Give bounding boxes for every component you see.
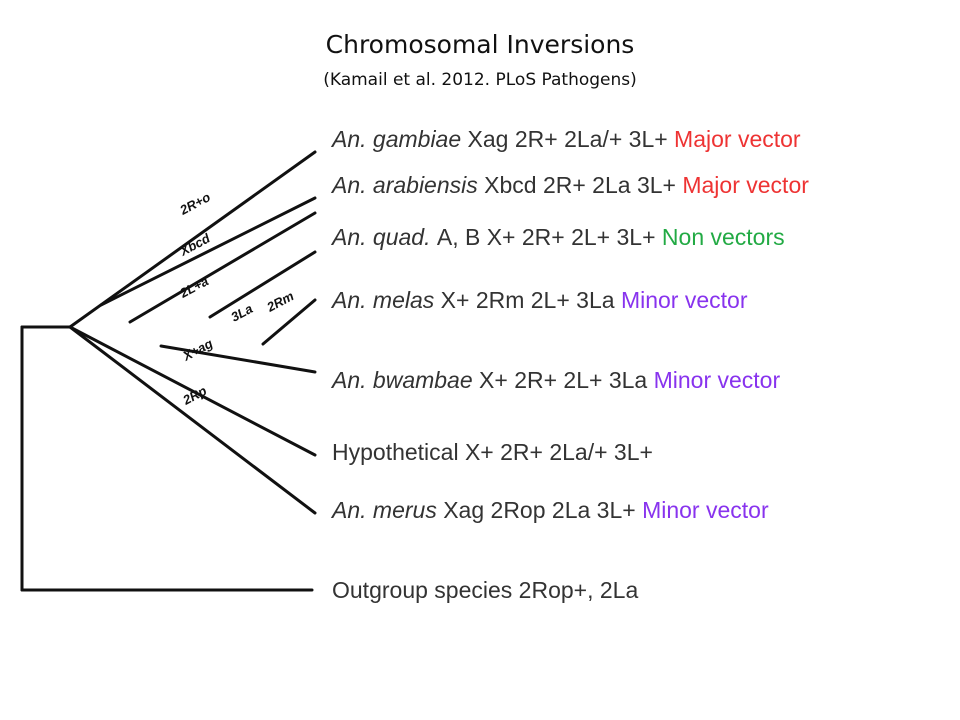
vector-status: Minor vector xyxy=(647,367,780,393)
branch-quad xyxy=(128,211,317,324)
karyotype: Xag 2Rop 2La 3L+ xyxy=(443,497,635,523)
taxon-labels: An. gambiae Xag 2R+ 2La/+ 3L+ Major vect… xyxy=(330,126,809,603)
branch-melas-tip xyxy=(261,298,317,346)
taxon-label: An. bwambae X+ 2R+ 2L+ 3La Minor vector xyxy=(330,367,780,393)
species-name: An. merus xyxy=(330,497,443,523)
karyotype: Xbcd 2R+ 2La 3L+ xyxy=(484,172,676,198)
karyotype: Outgroup species 2Rop+, 2La xyxy=(332,577,638,603)
species-name: An. quad. xyxy=(330,224,437,250)
vector-status: Non vectors xyxy=(656,224,785,250)
branch-label: 2Rm xyxy=(263,288,296,315)
taxon-label: An. arabiensis Xbcd 2R+ 2La 3L+ Major ve… xyxy=(330,172,809,198)
karyotype: Hypothetical X+ 2R+ 2La/+ 3L+ xyxy=(332,439,653,465)
branch-merus xyxy=(68,325,317,515)
species-name: An. bwambae xyxy=(330,367,479,393)
taxon-label: Outgroup species 2Rop+, 2La xyxy=(332,577,638,603)
taxon-label: An. gambiae Xag 2R+ 2La/+ 3L+ Major vect… xyxy=(330,126,801,152)
karyotype: Xag 2R+ 2La/+ 3L+ xyxy=(468,126,668,152)
diagram-citation: (Kamail et al. 2012. PLoS Pathogens) xyxy=(323,70,637,90)
taxon-label: An. merus Xag 2Rop 2La 3L+ Minor vector xyxy=(330,497,769,523)
branch-melas xyxy=(208,250,317,319)
karyotype: X+ 2R+ 2L+ 3La xyxy=(479,367,647,393)
branch-label: X+ag xyxy=(179,336,215,364)
taxon-label: An. melas X+ 2Rm 2L+ 3La Minor vector xyxy=(330,287,748,313)
branch-arabiensis xyxy=(99,196,317,307)
species-name: An. arabiensis xyxy=(330,172,484,198)
karyotype: X+ 2Rm 2L+ 3La xyxy=(441,287,615,313)
diagram-title: Chromosomal Inversions xyxy=(325,30,635,59)
branch-label: 2R+o xyxy=(176,189,212,218)
branch-label: 2L+a xyxy=(176,273,210,301)
branch-label: Xbcd xyxy=(176,230,213,259)
vector-status: Minor vector xyxy=(615,287,748,313)
branch-hypothetical xyxy=(68,325,317,457)
species-name: An. melas xyxy=(330,287,441,313)
tree-branches xyxy=(20,150,317,592)
vector-status: Major vector xyxy=(676,172,809,198)
branch-gambiae xyxy=(68,150,317,329)
branch-bwambae xyxy=(159,344,317,374)
vector-status: Minor vector xyxy=(636,497,769,523)
taxon-label: An. quad. A, B X+ 2R+ 2L+ 3L+ Non vector… xyxy=(330,224,785,250)
taxon-label: Hypothetical X+ 2R+ 2La/+ 3L+ xyxy=(332,439,653,465)
karyotype: A, B X+ 2R+ 2L+ 3L+ xyxy=(437,224,656,250)
species-name: An. gambiae xyxy=(330,126,468,152)
vector-status: Major vector xyxy=(668,126,801,152)
